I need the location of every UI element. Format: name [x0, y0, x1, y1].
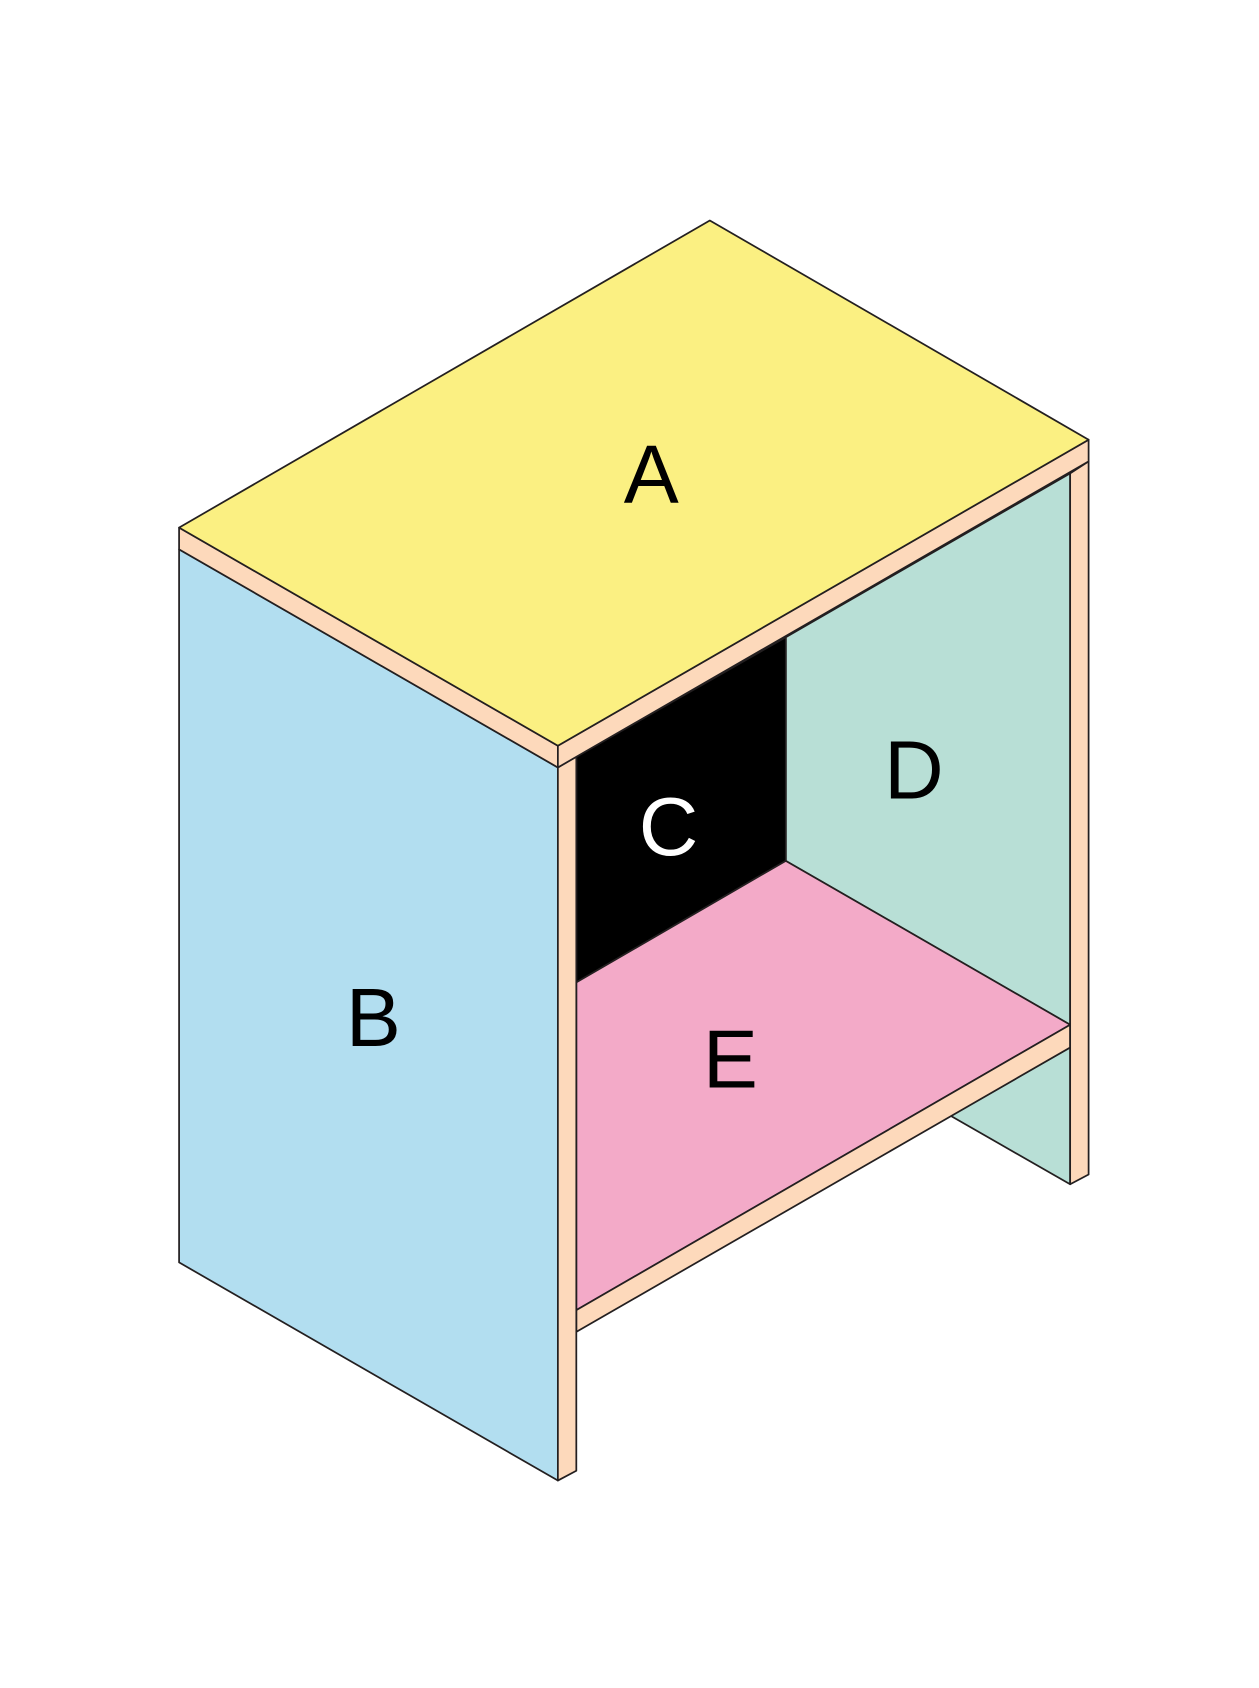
label-a: A — [624, 428, 679, 520]
right-side-front-edge — [1069, 460, 1090, 1186]
label-d: D — [884, 725, 944, 817]
panel-a-top — [178, 219, 1090, 747]
left-side-front-edge — [556, 755, 578, 1482]
label-b: B — [346, 972, 401, 1064]
label-e: E — [703, 1013, 758, 1105]
label-c: C — [639, 781, 699, 873]
